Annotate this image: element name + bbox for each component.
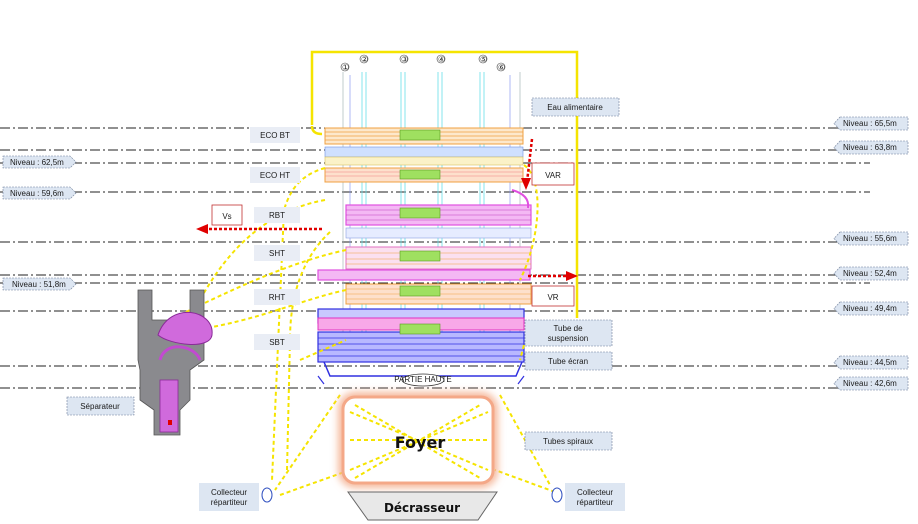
- level-tag-55-6: Niveau : 55,6m: [843, 234, 897, 243]
- label-sbt: SBT: [269, 338, 285, 347]
- bank-rht: [317, 269, 532, 305]
- callout-var: VAR: [545, 171, 561, 180]
- bank-spacer-2: [324, 156, 524, 166]
- label-eco-ht: ECO HT: [260, 171, 290, 180]
- partie-haute-label: PARTIE HAUTE: [394, 375, 452, 384]
- callout-tube-suspension-2: suspension: [548, 334, 588, 343]
- callout-tube-ecran: Tube écran: [548, 357, 588, 366]
- decrasseur-label: Décrasseur: [384, 501, 460, 515]
- bank-rbt: [345, 189, 532, 226]
- column-label-4: ④: [438, 55, 445, 64]
- column-label-5: ⑤: [480, 55, 487, 64]
- callout-vr: VR: [547, 293, 558, 302]
- level-tags-left: Niveau : 62,5m Niveau : 59,6m Niveau : 5…: [2, 155, 77, 291]
- collector-left-symbol: [261, 487, 273, 503]
- level-tag-51-8: Niveau : 51,8m: [12, 280, 66, 289]
- feedwater-loop: [310, 50, 579, 318]
- label-eco-bt: ECO BT: [260, 131, 290, 140]
- callout-separateur: Séparateur: [80, 402, 120, 411]
- bank-sht: [345, 246, 532, 270]
- callout-vs: Vs: [222, 212, 231, 221]
- level-tag-42-6: Niveau : 42,6m: [843, 379, 897, 388]
- column-labels: ① ② ③ ④ ⑤ ⑥: [340, 54, 506, 72]
- callout-collecteur-left-1: Collecteur: [211, 488, 247, 497]
- level-tag-63-8: Niveau : 63,8m: [843, 143, 897, 152]
- column-label-1: ①: [342, 63, 349, 72]
- flow-arrows: [196, 138, 578, 281]
- partie-haute-badge: PARTIE HAUTE: [394, 373, 452, 387]
- level-tag-44-5: Niveau : 44,5m: [843, 358, 897, 367]
- label-rbt: RBT: [269, 211, 285, 220]
- level-tag-65-5: Niveau : 65,5m: [843, 119, 897, 128]
- column-label-6: ⑥: [498, 63, 505, 72]
- callouts: Eau alimentaire VAR Vs VR Tube de suspen…: [66, 97, 625, 511]
- level-tag-62-5: Niveau : 62,5m: [10, 158, 64, 167]
- callout-collecteur-left-2: répartiteur: [211, 498, 248, 507]
- bank-eco-ht: [324, 167, 524, 183]
- bank-sbt: [317, 308, 525, 385]
- label-sht: SHT: [269, 249, 285, 258]
- level-tag-59-6: Niveau : 59,6m: [10, 189, 64, 198]
- callout-tube-suspension-1: Tube de: [553, 324, 583, 333]
- foyer-zone: Foyer: [338, 392, 498, 488]
- bank-spacer-1: [324, 146, 524, 158]
- level-tags-right: Niveau : 65,5m Niveau : 63,8m Niveau : 5…: [833, 116, 909, 391]
- label-rht: RHT: [269, 293, 286, 302]
- callout-eau-alimentaire: Eau alimentaire: [547, 103, 603, 112]
- collector-right-symbol: [551, 487, 563, 503]
- callout-collecteur-right-1: Collecteur: [577, 488, 613, 497]
- callout-tubes-spiraux: Tubes spiraux: [543, 437, 593, 446]
- bank-eco-bt: [310, 125, 524, 145]
- bank-labels: ECO BT ECO HT RBT SHT RHT SBT: [250, 127, 300, 350]
- foyer-label: Foyer: [395, 433, 446, 452]
- column-label-2: ②: [361, 55, 368, 64]
- separator-graphic: [137, 289, 213, 436]
- bank-spacer-3: [345, 227, 532, 239]
- flow-lines: [169, 164, 556, 496]
- callout-collecteur-right-2: répartiteur: [577, 498, 614, 507]
- level-tag-49-4: Niveau : 49,4m: [843, 304, 897, 313]
- level-tag-52-4: Niveau : 52,4m: [843, 269, 897, 278]
- column-label-3: ③: [401, 55, 408, 64]
- decrasseur-zone: Décrasseur: [347, 491, 498, 521]
